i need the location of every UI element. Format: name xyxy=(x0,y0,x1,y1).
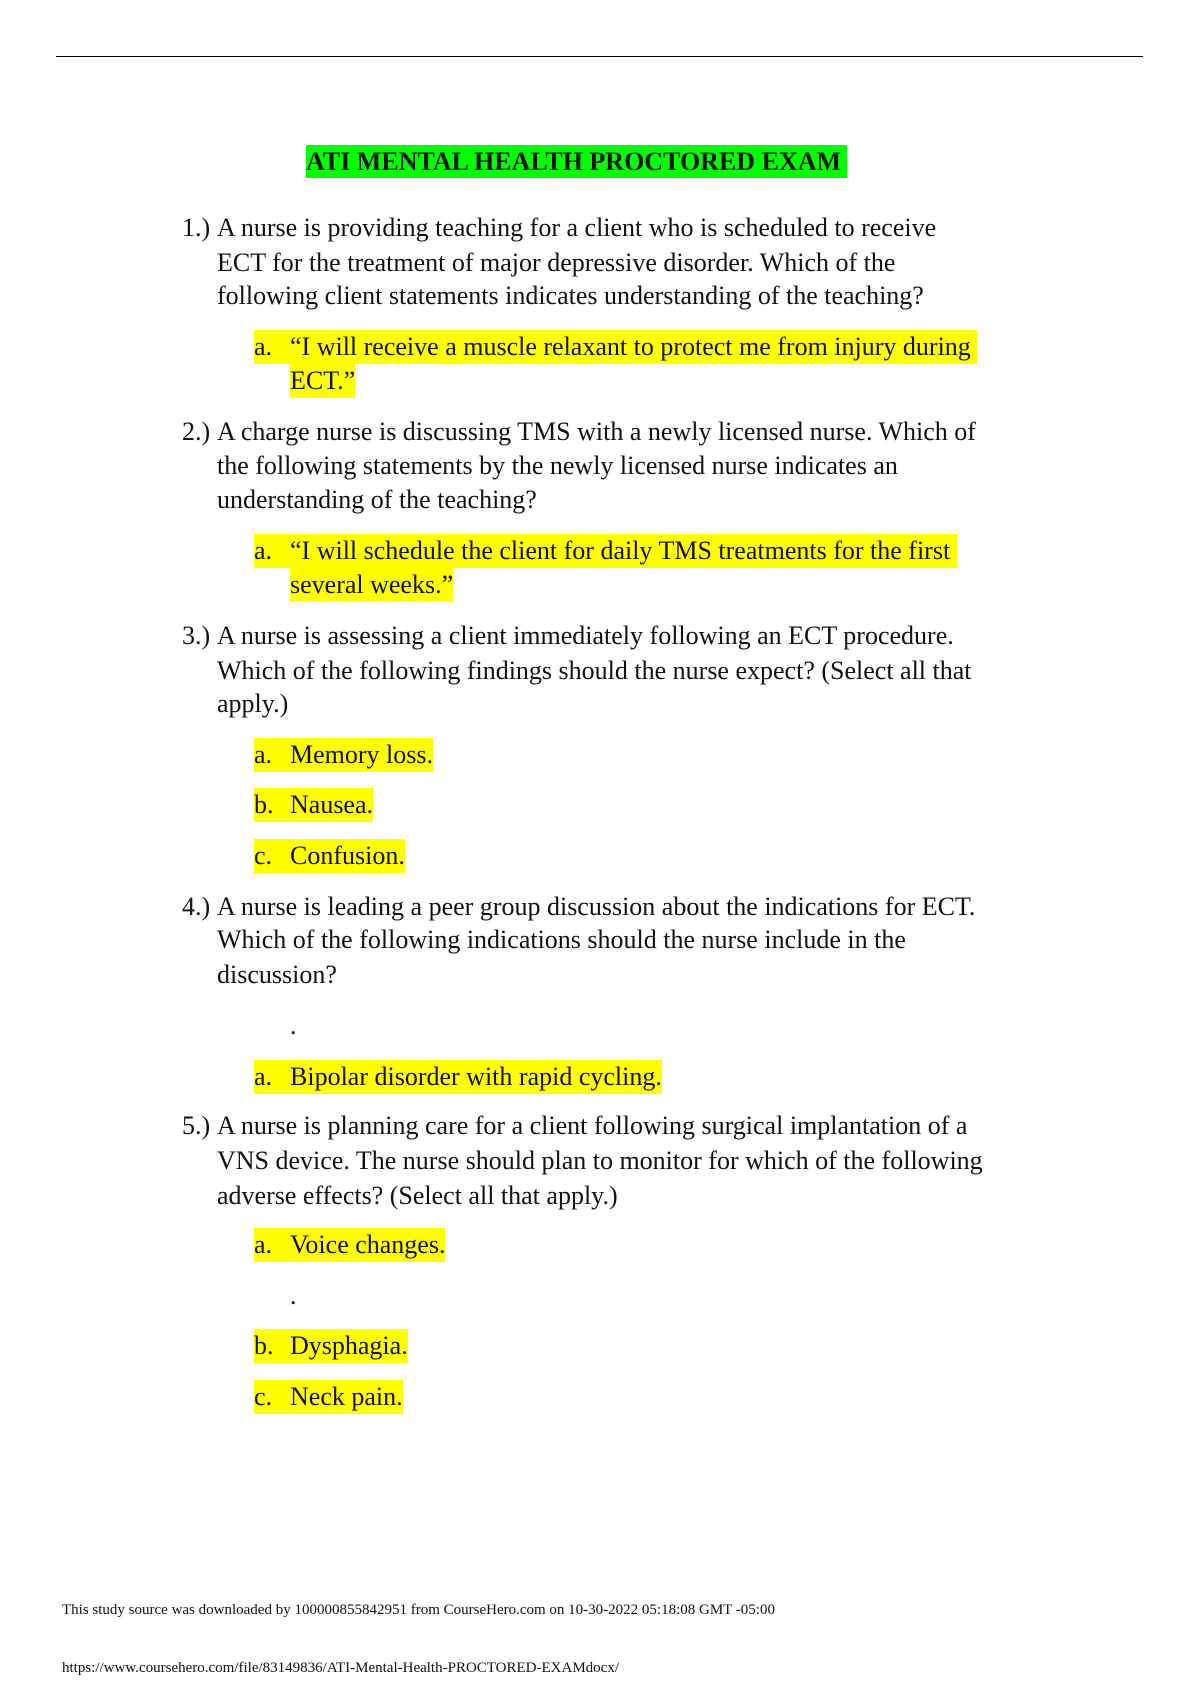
question-text: understanding of the teaching? xyxy=(217,485,537,514)
answer-text: Memory loss. xyxy=(290,740,433,769)
question-number: 3.) xyxy=(182,621,211,650)
question-text: VNS device. The nurse should plan to mon… xyxy=(217,1146,983,1175)
answer: a. “I will schedule the client for daily … xyxy=(254,534,957,568)
source-url[interactable]: https://www.coursehero.com/file/83149836… xyxy=(62,1660,619,1676)
answer-label: a. xyxy=(254,536,273,565)
question-number: 1.) xyxy=(182,213,211,242)
question-text: ECT for the treatment of major depressiv… xyxy=(217,248,896,277)
question-text: A nurse is providing teaching for a clie… xyxy=(217,213,937,242)
answer: a. Voice changes. xyxy=(254,1228,446,1262)
question-number: 4.) xyxy=(182,892,211,921)
answer: c. Confusion. xyxy=(254,839,405,873)
question-text: the following statements by the newly li… xyxy=(217,451,898,480)
answer: a. Bipolar disorder with rapid cycling. xyxy=(254,1060,662,1094)
download-note: This study source was downloaded by 1000… xyxy=(62,1602,775,1618)
answer-label: a. xyxy=(254,1230,273,1259)
question-text: adverse effects? (Select all that apply.… xyxy=(217,1181,618,1210)
answer-text: Bipolar disorder with rapid cycling. xyxy=(290,1062,662,1091)
question-text: discussion? xyxy=(217,960,337,989)
answer-text: Dysphagia. xyxy=(290,1331,408,1360)
answer: a. Memory loss. xyxy=(254,738,433,772)
answer: c. Neck pain. xyxy=(254,1380,403,1414)
answer-text: “I will receive a muscle relaxant to pro… xyxy=(290,332,971,361)
document-title: ATI MENTAL HEALTH PROCTORED EXAM xyxy=(306,145,848,178)
answer: b. Nausea. xyxy=(254,788,374,822)
header-rule xyxy=(56,56,1143,57)
answer-label: a. xyxy=(254,1062,273,1091)
question-text: apply.) xyxy=(217,689,289,718)
stray-dot: . xyxy=(290,1011,297,1040)
question-number: 5.) xyxy=(182,1111,211,1140)
question-number: 2.) xyxy=(182,417,211,446)
answer-label: a. xyxy=(254,332,273,361)
question-text: Which of the following findings should t… xyxy=(217,656,972,685)
answer-label: b. xyxy=(254,1331,274,1360)
answer-text: Confusion. xyxy=(290,841,405,870)
question-text: A charge nurse is discussing TMS with a … xyxy=(217,417,976,446)
answer: b. Dysphagia. xyxy=(254,1329,408,1363)
answer: a. “I will receive a muscle relaxant to p… xyxy=(254,330,978,364)
question-text: following client statements indicates un… xyxy=(217,281,924,310)
question-text: A nurse is assessing a client immediatel… xyxy=(217,621,954,650)
stray-dot: . xyxy=(290,1281,297,1310)
answer-label: c. xyxy=(254,1382,273,1411)
answer-text: Neck pain. xyxy=(290,1382,403,1411)
answer-label: a. xyxy=(254,740,273,769)
question-text: Which of the following indications shoul… xyxy=(217,925,906,954)
question-text: A nurse is planning care for a client fo… xyxy=(217,1111,968,1140)
answer-label: c. xyxy=(254,841,273,870)
answer-text: Voice changes. xyxy=(290,1230,446,1259)
answer-label: b. xyxy=(254,790,274,819)
question-text: A nurse is leading a peer group discussi… xyxy=(217,892,976,921)
answer-text: “I will schedule the client for daily TM… xyxy=(290,536,951,565)
answer-text: Nausea. xyxy=(290,790,374,819)
answer-text: several weeks.” xyxy=(290,568,454,602)
answer-text: ECT.” xyxy=(290,364,356,398)
